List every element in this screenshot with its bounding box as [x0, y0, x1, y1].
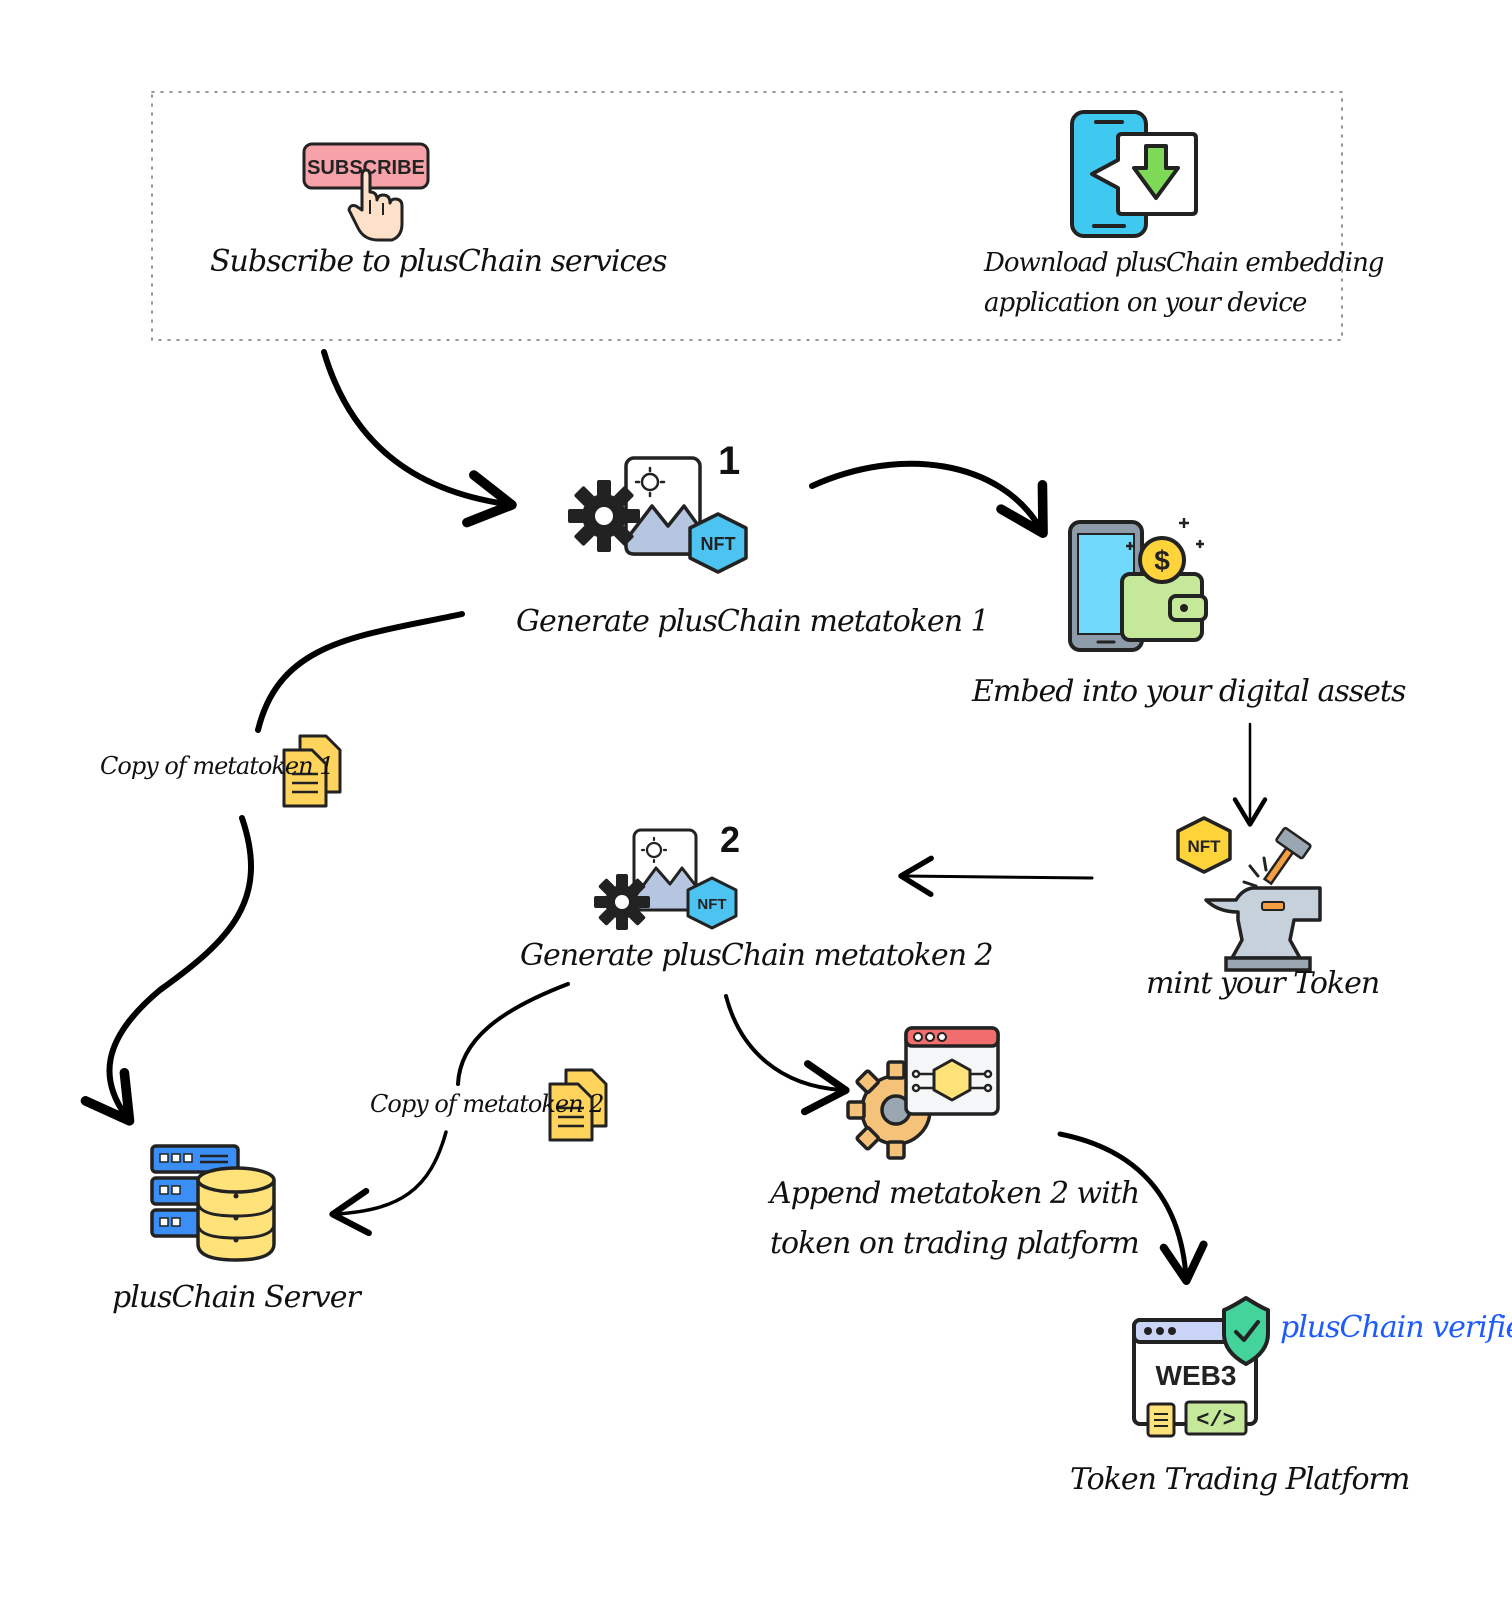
line-generate1-to-copy1	[255, 611, 465, 733]
dollar-text: $	[1154, 545, 1170, 576]
copy1-label: Copy of metatoken 1	[100, 752, 334, 780]
mint-label: mint your Token	[1146, 966, 1380, 1001]
onboarding-box	[151, 91, 1343, 341]
arrow-generate2-to-append	[724, 994, 850, 1116]
line-generate2-to-copy2	[456, 982, 570, 1086]
copy2-label: Copy of metatoken 2	[370, 1090, 604, 1118]
generate2-label: Generate plusChain metatoken 2	[520, 938, 994, 973]
arrow-mint-to-generate2	[898, 855, 1094, 897]
download-app-icon	[1070, 110, 1198, 238]
nft-badge-text-1: NFT	[701, 534, 736, 554]
document-copy-2-icon	[548, 1068, 608, 1142]
web3-text: WEB3	[1156, 1360, 1237, 1391]
arrow-copy2-to-server	[329, 1130, 448, 1237]
mint-anvil-icon: NFT	[1176, 816, 1322, 972]
nft-badge-text-2: NFT	[697, 896, 726, 913]
arrow-generate1-to-embed	[809, 460, 1048, 538]
generate1-label: Generate plusChain metatoken 1	[516, 604, 990, 639]
web3-platform-icon: WEB3 </>	[1132, 1296, 1270, 1438]
append-gear-window-icon	[846, 1026, 1000, 1160]
arrow-append-to-platform	[1057, 1131, 1208, 1285]
subscribe-icon: SUBSCRIBE	[302, 142, 430, 242]
server-label: plusChain Server	[112, 1280, 361, 1315]
code-text: </>	[1196, 1408, 1236, 1433]
server-database-icon	[150, 1144, 276, 1262]
wallet-phone-icon: $	[1068, 518, 1208, 652]
subscribe-button-text: SUBSCRIBE	[307, 157, 425, 179]
document-copy-1-icon	[282, 734, 342, 808]
download-label-line1: Download plusChain embedding	[984, 248, 1384, 278]
subscribe-label: Subscribe to plusChain services	[210, 244, 667, 279]
step-number-2: 2	[720, 819, 740, 860]
append-label-line2: token on trading platform	[770, 1226, 1140, 1261]
embed-label: Embed into your digital assets	[972, 674, 1406, 709]
generate-metatoken-1-icon: NFT	[568, 456, 748, 574]
arrow-subscribe-to-generate1	[321, 349, 517, 528]
generate-metatoken-2-icon: NFT	[594, 828, 738, 930]
platform-label: Token Trading Platform	[1070, 1462, 1410, 1497]
nft-badge-text-mint: NFT	[1187, 837, 1221, 856]
append-label-line1: Append metatoken 2 with	[770, 1176, 1140, 1211]
step-number-1: 1	[718, 439, 740, 483]
verified-label: plusChain verified	[1280, 1310, 1512, 1345]
arrow-copy1-to-server	[80, 815, 254, 1126]
download-label-line2: application on your device	[984, 288, 1307, 318]
